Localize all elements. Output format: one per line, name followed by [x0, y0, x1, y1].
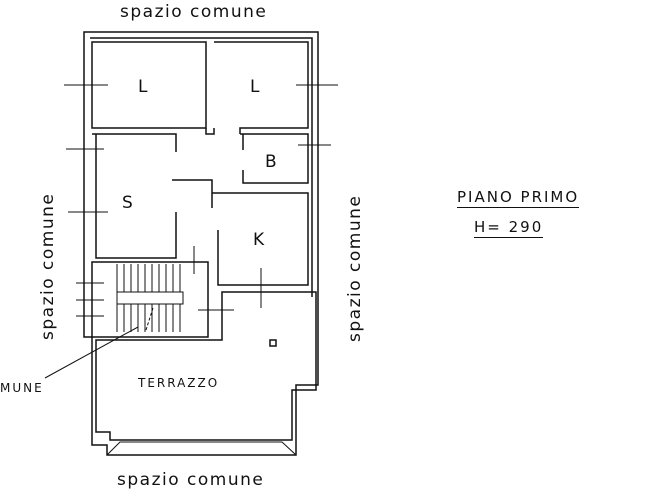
left-space-label: spazio comune	[38, 192, 58, 340]
terrace-walls	[95, 291, 317, 441]
top-space-label: spazio comune	[120, 2, 268, 22]
bottom-space-label: spazio comune	[117, 470, 265, 490]
kitchen-walls	[212, 192, 309, 286]
bedroom-right-walls	[214, 41, 309, 134]
room-label-bedroom-right: L	[250, 77, 261, 97]
room-label-kitchen: K	[253, 230, 266, 250]
plan-title: PIANO PRIMO	[457, 188, 580, 208]
living-walls	[95, 134, 177, 259]
stairwell	[91, 261, 209, 338]
room-label-terrace: TERRAZZO	[138, 376, 220, 390]
bedroom-left-walls	[91, 41, 207, 129]
room-label-bedroom-left: L	[138, 77, 149, 97]
height-label: H= 290	[474, 218, 544, 238]
room-label-bathroom: B	[265, 152, 278, 172]
callout-label: MUNE	[0, 381, 44, 395]
right-space-label: spazio comune	[345, 194, 365, 342]
room-label-living: S	[122, 193, 134, 213]
outer-wall	[83, 31, 319, 456]
bathroom-walls	[240, 133, 309, 184]
